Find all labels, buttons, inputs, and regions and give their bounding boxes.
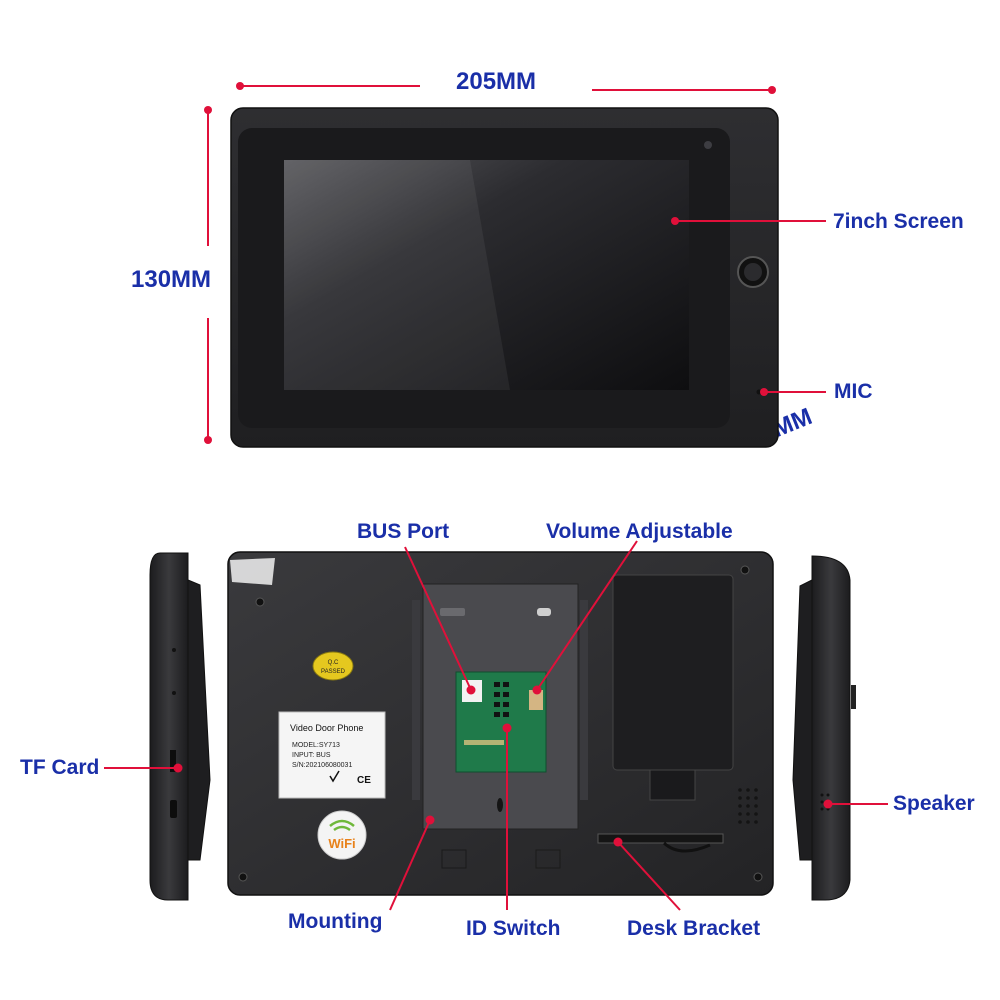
dimension-lines [207,85,772,440]
dimension-endpoints [204,82,776,444]
mounting-label: Mounting [288,910,383,933]
qc-passed-badge: Q.C PASSED [312,651,354,681]
svg-text:Q.C: Q.C [328,660,339,666]
usb-port-icon [170,800,177,818]
checkmark-icon [329,770,340,783]
back-markers [104,540,888,911]
front-markers [671,217,826,396]
svg-text:INPUT: BUS: INPUT: BUS [292,752,331,759]
left-side-device [149,552,211,901]
volume-label: Volume Adjustable [546,520,733,543]
svg-text:PASSED: PASSED [321,669,346,675]
svg-text:Video Door Phone: Video Door Phone [290,723,363,733]
product-info-label: Video Door Phone MODEL:SY713 INPUT: BUS … [278,711,386,799]
back-marker-dots [173,685,833,847]
speaker-grille-icon [738,788,758,824]
back-device [227,551,774,896]
bus-port-label: BUS Port [357,520,450,543]
height-dimension: 130MM [131,266,212,293]
mic-label: MIC [834,380,873,403]
screen-label: 7inch Screen [833,210,964,233]
wifi-badge: WiFi [317,810,367,860]
camera-icon [704,141,712,149]
svg-text:CE: CE [357,775,371,786]
svg-text:S/N:202106080031: S/N:202106080031 [292,762,352,769]
wifi-icon [329,819,355,827]
width-dimension: 205MM [456,68,537,95]
desk-bracket-label: Desk Bracket [627,917,761,940]
screen-display [284,160,689,390]
tf-card-slot-icon [170,750,176,772]
svg-text:MODEL:SY713: MODEL:SY713 [292,742,340,749]
volume-knob [529,690,543,710]
front-device [230,107,779,448]
tf-card-label: TF Card [20,756,100,779]
speaker-label: Speaker [893,792,975,815]
id-switch-label: ID Switch [466,917,561,940]
svg-text:WiFi: WiFi [328,836,355,851]
right-side-device [792,555,856,901]
